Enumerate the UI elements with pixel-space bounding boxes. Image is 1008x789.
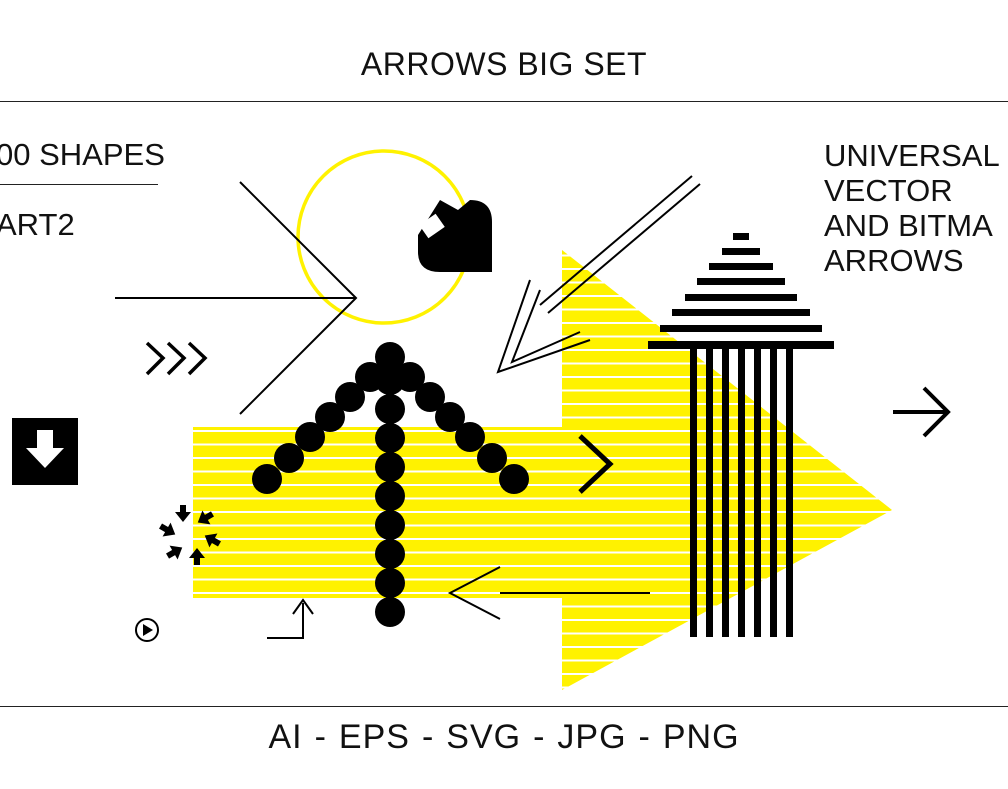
universal-arrows-heading: UNIVERSAL VECTOR AND BITMA ARROWS (824, 138, 1000, 278)
format-eps: EPS (338, 718, 410, 756)
line-arrow-right-icon (115, 181, 358, 415)
format-separator: - (421, 718, 435, 756)
page-title: ARROWS BIG SET (360, 46, 648, 82)
format-ai: AI (268, 718, 303, 756)
heading-line: UNIVERSAL (824, 138, 1000, 173)
format-png: PNG (662, 718, 740, 756)
down-arrow-box-icon (12, 418, 78, 485)
heading-line: AND BITMA (824, 208, 993, 243)
shapes-underline (0, 184, 158, 185)
heading-line: VECTOR (824, 173, 953, 208)
bold-right-arrow-icon (893, 386, 951, 438)
line-arrow-left-icon (447, 566, 650, 620)
format-jpg: JPG (557, 718, 627, 756)
format-svg: SVG (446, 718, 522, 756)
format-separator: - (533, 718, 546, 756)
top-divider (0, 101, 1008, 102)
yellow-striped-arrow-shape (193, 250, 892, 690)
bottom-divider (0, 706, 1008, 707)
chevron-right-icon (578, 434, 614, 494)
corner-up-arrow-icon (267, 598, 314, 639)
dotted-up-arrow-icon (252, 342, 529, 627)
formats-line: AI-EPS-SVG-JPG-PNG (0, 718, 1008, 757)
triple-chevron-icon (145, 341, 208, 376)
format-separator: - (638, 718, 651, 756)
shapes-count-label: 00 SHAPES (0, 137, 165, 172)
double-line-arrow-down-left-icon (496, 175, 701, 374)
striped-up-arrow-icon (648, 233, 834, 637)
inward-arrows-circle-icon (159, 505, 221, 565)
format-separator: - (314, 718, 327, 756)
block-arrow-icon (418, 200, 492, 272)
play-circle-icon (135, 618, 159, 642)
part-label: ART2 (0, 207, 75, 242)
heading-line: ARROWS (824, 243, 964, 278)
